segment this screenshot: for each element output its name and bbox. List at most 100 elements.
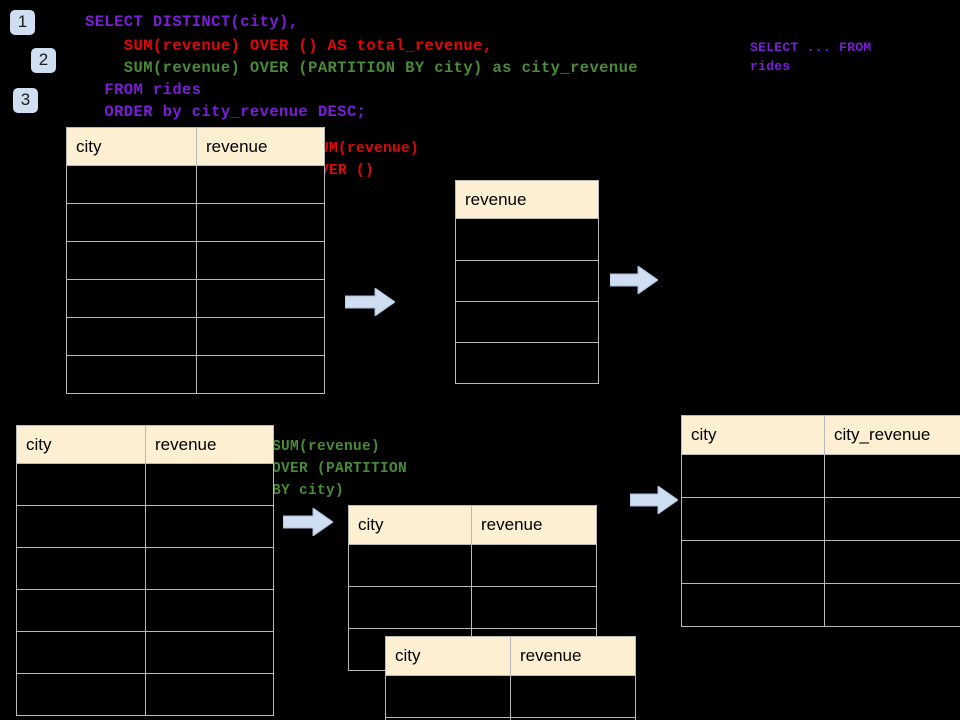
table-cell bbox=[348, 544, 472, 587]
annotation-sum-over-empty: SUM(revenue) OVER () bbox=[311, 141, 420, 179]
table-row bbox=[66, 203, 325, 242]
table-cell bbox=[16, 589, 146, 632]
table-cell bbox=[824, 583, 960, 627]
table-cell bbox=[16, 505, 146, 548]
column-header-city: city bbox=[681, 415, 825, 455]
table-cell bbox=[145, 589, 274, 632]
table-header-row: city revenue bbox=[66, 127, 325, 166]
table-cell bbox=[16, 631, 146, 674]
sql-line-select: SELECT DISTINCT(city), bbox=[85, 13, 299, 31]
step-badge-3: 3 bbox=[13, 88, 38, 113]
table-row bbox=[66, 241, 325, 280]
table-cell bbox=[16, 673, 146, 716]
table-row bbox=[681, 454, 960, 498]
table-row bbox=[681, 583, 960, 627]
table-cell bbox=[66, 165, 197, 204]
total-revenue-table: revenue bbox=[455, 180, 599, 384]
table-header-row: city city_revenue bbox=[681, 415, 960, 455]
table-cell bbox=[471, 586, 597, 629]
table-row bbox=[681, 540, 960, 584]
table-row bbox=[455, 301, 599, 343]
city-revenue-result-table: city city_revenue bbox=[681, 415, 960, 627]
column-header-revenue: revenue bbox=[510, 636, 636, 676]
table-cell bbox=[16, 463, 146, 506]
table-row bbox=[66, 355, 325, 394]
table-cell bbox=[471, 544, 597, 587]
step-badge-1: 1 bbox=[10, 10, 35, 35]
table-row bbox=[348, 586, 597, 629]
arrow-source-to-total bbox=[345, 288, 395, 316]
arrow-total-to-result bbox=[610, 266, 658, 294]
annotation-sum-over-partition: SUM(revenue) OVER (PARTITION BY city) bbox=[272, 439, 408, 499]
table-cell bbox=[455, 218, 599, 261]
table-row bbox=[16, 673, 274, 716]
sql-line-order-by: ORDER by city_revenue DESC; bbox=[85, 103, 367, 121]
partition-group-table-front: city revenue bbox=[385, 636, 636, 720]
table-row bbox=[385, 675, 636, 718]
table-row bbox=[16, 463, 274, 506]
column-header-city: city bbox=[348, 505, 472, 545]
table-cell bbox=[16, 547, 146, 590]
table-cell bbox=[145, 673, 274, 716]
table-row bbox=[455, 342, 599, 384]
table-row bbox=[455, 218, 599, 261]
sql-line-city-revenue: SUM(revenue) OVER (PARTITION BY city) as… bbox=[85, 59, 638, 77]
table-row bbox=[16, 631, 274, 674]
table-cell bbox=[66, 317, 197, 356]
table-cell bbox=[145, 505, 274, 548]
table-row bbox=[348, 544, 597, 587]
table-cell bbox=[66, 203, 197, 242]
table-cell bbox=[681, 497, 825, 541]
column-header-city: city bbox=[385, 636, 511, 676]
table-row bbox=[66, 165, 325, 204]
table-row bbox=[385, 717, 636, 720]
rides-source-table-bottom: city revenue bbox=[16, 425, 274, 716]
table-cell bbox=[824, 497, 960, 541]
table-row bbox=[455, 260, 599, 302]
column-header-revenue: revenue bbox=[455, 180, 599, 219]
column-header-city: city bbox=[16, 425, 146, 464]
sql-line-from: FROM rides bbox=[85, 81, 202, 99]
table-row bbox=[681, 497, 960, 541]
table-cell bbox=[66, 279, 197, 318]
table-header-row: city revenue bbox=[16, 425, 274, 464]
table-cell bbox=[196, 165, 325, 204]
table-cell bbox=[681, 454, 825, 498]
table-cell bbox=[385, 675, 511, 718]
column-header-revenue: revenue bbox=[471, 505, 597, 545]
table-row bbox=[16, 505, 274, 548]
table-row bbox=[66, 317, 325, 356]
step-badge-2: 2 bbox=[31, 48, 56, 73]
table-cell bbox=[196, 355, 325, 394]
table-cell bbox=[196, 241, 325, 280]
arrow-source-to-partition bbox=[283, 508, 333, 536]
column-header-city: city bbox=[66, 127, 197, 166]
table-cell bbox=[348, 586, 472, 629]
table-cell bbox=[196, 203, 325, 242]
sql-line-total-revenue: SUM(revenue) OVER () AS total_revenue, bbox=[85, 37, 493, 55]
table-cell bbox=[824, 540, 960, 584]
table-cell bbox=[510, 717, 636, 720]
rides-source-table: city revenue bbox=[66, 127, 325, 394]
arrow-partition-to-result bbox=[630, 486, 678, 514]
table-header-row: revenue bbox=[455, 180, 599, 219]
table-row bbox=[16, 547, 274, 590]
table-cell bbox=[824, 454, 960, 498]
table-cell bbox=[455, 301, 599, 343]
table-cell bbox=[145, 631, 274, 674]
table-cell bbox=[455, 260, 599, 302]
table-cell bbox=[681, 583, 825, 627]
column-header-city-revenue: city_revenue bbox=[824, 415, 960, 455]
table-cell bbox=[66, 241, 197, 280]
table-row bbox=[16, 589, 274, 632]
table-cell bbox=[66, 355, 197, 394]
table-cell bbox=[196, 279, 325, 318]
table-header-row: city revenue bbox=[385, 636, 636, 676]
table-cell bbox=[145, 463, 274, 506]
table-cell bbox=[145, 547, 274, 590]
column-header-revenue: revenue bbox=[145, 425, 274, 464]
table-cell bbox=[455, 342, 599, 384]
column-header-revenue: revenue bbox=[196, 127, 325, 166]
table-cell bbox=[510, 675, 636, 718]
